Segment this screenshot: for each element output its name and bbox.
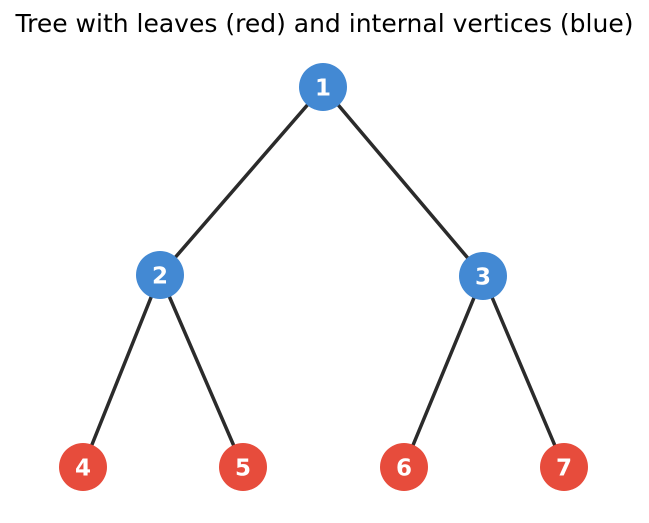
node-label-1: 1	[315, 75, 331, 101]
edge-2-4	[81, 273, 162, 469]
nodes-layer: 1 2 3 4 5 6 7	[59, 63, 588, 491]
internal-node-circle-1	[299, 63, 347, 111]
figure-title: Tree with leaves (red) and internal vert…	[15, 9, 634, 38]
node-5: 5	[219, 443, 267, 491]
edge-1-2	[158, 85, 325, 277]
leaf-node-circle-7	[540, 443, 588, 491]
node-3: 3	[459, 252, 507, 300]
node-label-3: 3	[475, 264, 491, 290]
node-1: 1	[299, 63, 347, 111]
internal-node-circle-3	[459, 252, 507, 300]
leaf-node-circle-4	[59, 443, 107, 491]
edge-2-5	[158, 273, 245, 469]
edge-3-7	[481, 274, 566, 469]
node-2: 2	[136, 251, 184, 299]
node-6: 6	[380, 443, 428, 491]
leaf-node-circle-5	[219, 443, 267, 491]
node-label-6: 6	[396, 455, 412, 481]
leaf-node-circle-6	[380, 443, 428, 491]
node-7: 7	[540, 443, 588, 491]
node-label-7: 7	[556, 455, 572, 481]
edge-1-3	[321, 85, 485, 278]
internal-node-circle-2	[136, 251, 184, 299]
edges-layer	[81, 85, 566, 469]
edge-3-6	[402, 274, 485, 469]
node-label-4: 4	[75, 455, 91, 481]
node-4: 4	[59, 443, 107, 491]
node-label-5: 5	[235, 455, 251, 481]
node-label-2: 2	[152, 263, 168, 289]
